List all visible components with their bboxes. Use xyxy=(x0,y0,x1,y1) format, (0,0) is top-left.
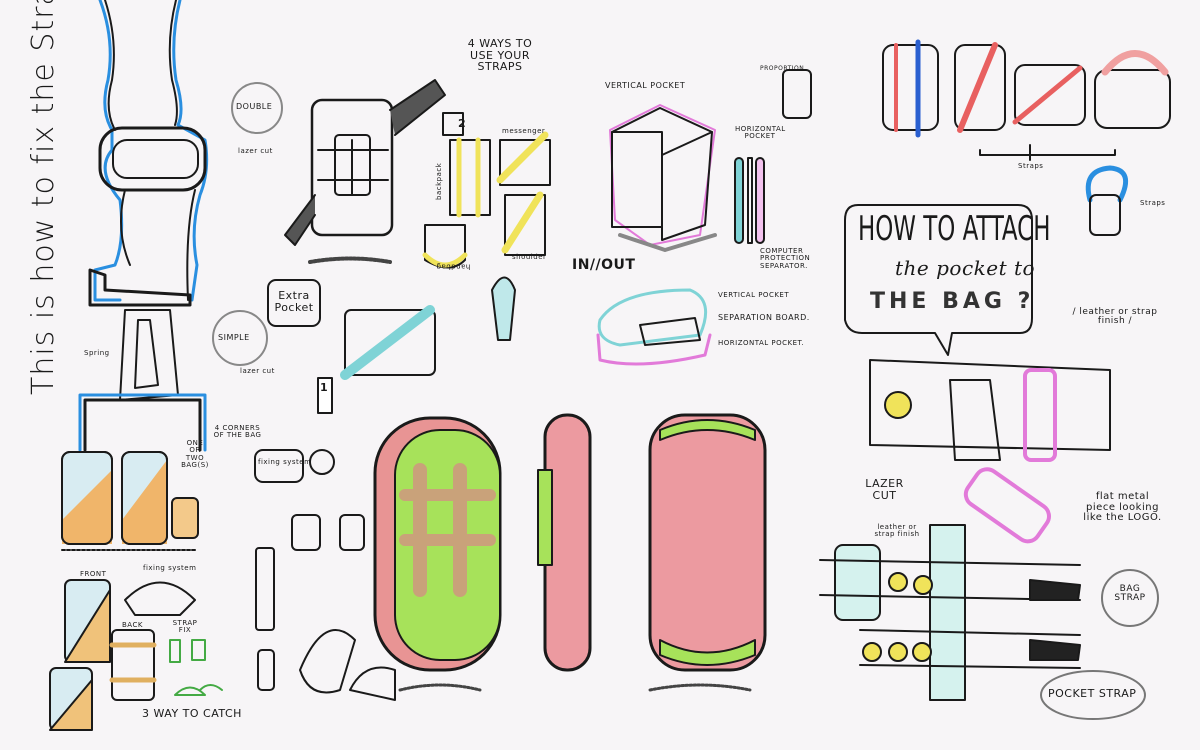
leather-finish-label: / leather or strap finish / xyxy=(1072,307,1158,327)
fixing-parts-drawing xyxy=(254,449,396,701)
straps-label-1: Straps xyxy=(1018,162,1044,170)
lazer-cut-label-2: lazer cut xyxy=(240,367,275,375)
front-label: FRONT xyxy=(80,570,107,578)
shoulder-label: shoulder xyxy=(512,253,547,261)
pocket-drawing xyxy=(596,69,812,366)
lazer-cut-label: LAZER CUT xyxy=(865,477,904,502)
bubble-line-3: THE BAG ? xyxy=(870,289,1035,314)
strap-drawing xyxy=(78,0,283,452)
proportion-label: PROPORTION xyxy=(760,65,805,72)
bubble-line-2: the pocket to xyxy=(895,256,1036,280)
bag-strap-label: BAG STRAP xyxy=(1114,584,1146,604)
separator-label: COMPUTER PROTECTION SEPARATOR. xyxy=(760,247,811,270)
callout-horizontal-pocket: HORIZONTAL POCKET. xyxy=(718,339,805,347)
strap-variants-drawing xyxy=(882,39,1171,236)
flat-metal-label: flat metal piece looking like the LOGO. xyxy=(1083,491,1162,523)
backpack-label: backpack xyxy=(435,162,443,200)
callout-separation-board: SEPARATION BOARD. xyxy=(718,313,810,322)
simple-label: SIMPLE xyxy=(218,333,250,342)
four-ways-heading: 4 WAYS TO USE YOUR STRAPS xyxy=(467,37,533,74)
fixing-system-label-2: fixing system xyxy=(143,564,197,572)
number-2: 2 xyxy=(458,117,467,130)
in-out-label: IN//OUT xyxy=(572,257,636,273)
double-label: DOUBLE xyxy=(236,102,273,111)
one-two-bags-drawing xyxy=(49,451,223,731)
horizontal-pocket-label: HORIZONTAL POCKET xyxy=(735,125,786,141)
pocket-strap-label: POCKET STRAP xyxy=(1048,687,1137,700)
one-two-bags-label: ONE OR TWO BAG(S) xyxy=(181,439,209,470)
callout-vertical-pocket: VERTICAL POCKET xyxy=(718,291,790,299)
strap-title: This is how to fix the Strap xyxy=(26,0,61,395)
straps-label-2: Straps xyxy=(1140,199,1166,207)
lazer-cut-label-1: lazer cut xyxy=(238,147,273,155)
leather-finish-label-2: leather or strap finish xyxy=(874,523,920,539)
back-label: BACK xyxy=(122,621,143,629)
corners-label: 4 corners of the bag xyxy=(213,424,262,440)
handbag-label: handbag xyxy=(436,262,471,271)
three-way-label: 3 WAY TO CATCH xyxy=(142,707,242,720)
bubble-line-1: HOW TO ATTACH xyxy=(858,209,1051,249)
strap-uses-drawing xyxy=(317,112,551,414)
spring-label: Spring xyxy=(84,349,110,357)
fixing-system-label-1: fixing system xyxy=(258,458,312,466)
speech-bubble xyxy=(844,204,1033,356)
attach-detail-drawing xyxy=(819,359,1159,720)
strap-fix-label: STRAP FIX xyxy=(172,619,198,635)
extra-pocket-label: Extra Pocket xyxy=(274,289,314,314)
messenger-label: messenger xyxy=(502,127,546,135)
backpack-drawing xyxy=(267,79,446,327)
green-bag-drawing xyxy=(373,413,767,692)
vertical-pocket-label: VERTICAL POCKET xyxy=(605,81,686,90)
number-1: 1 xyxy=(320,381,329,394)
